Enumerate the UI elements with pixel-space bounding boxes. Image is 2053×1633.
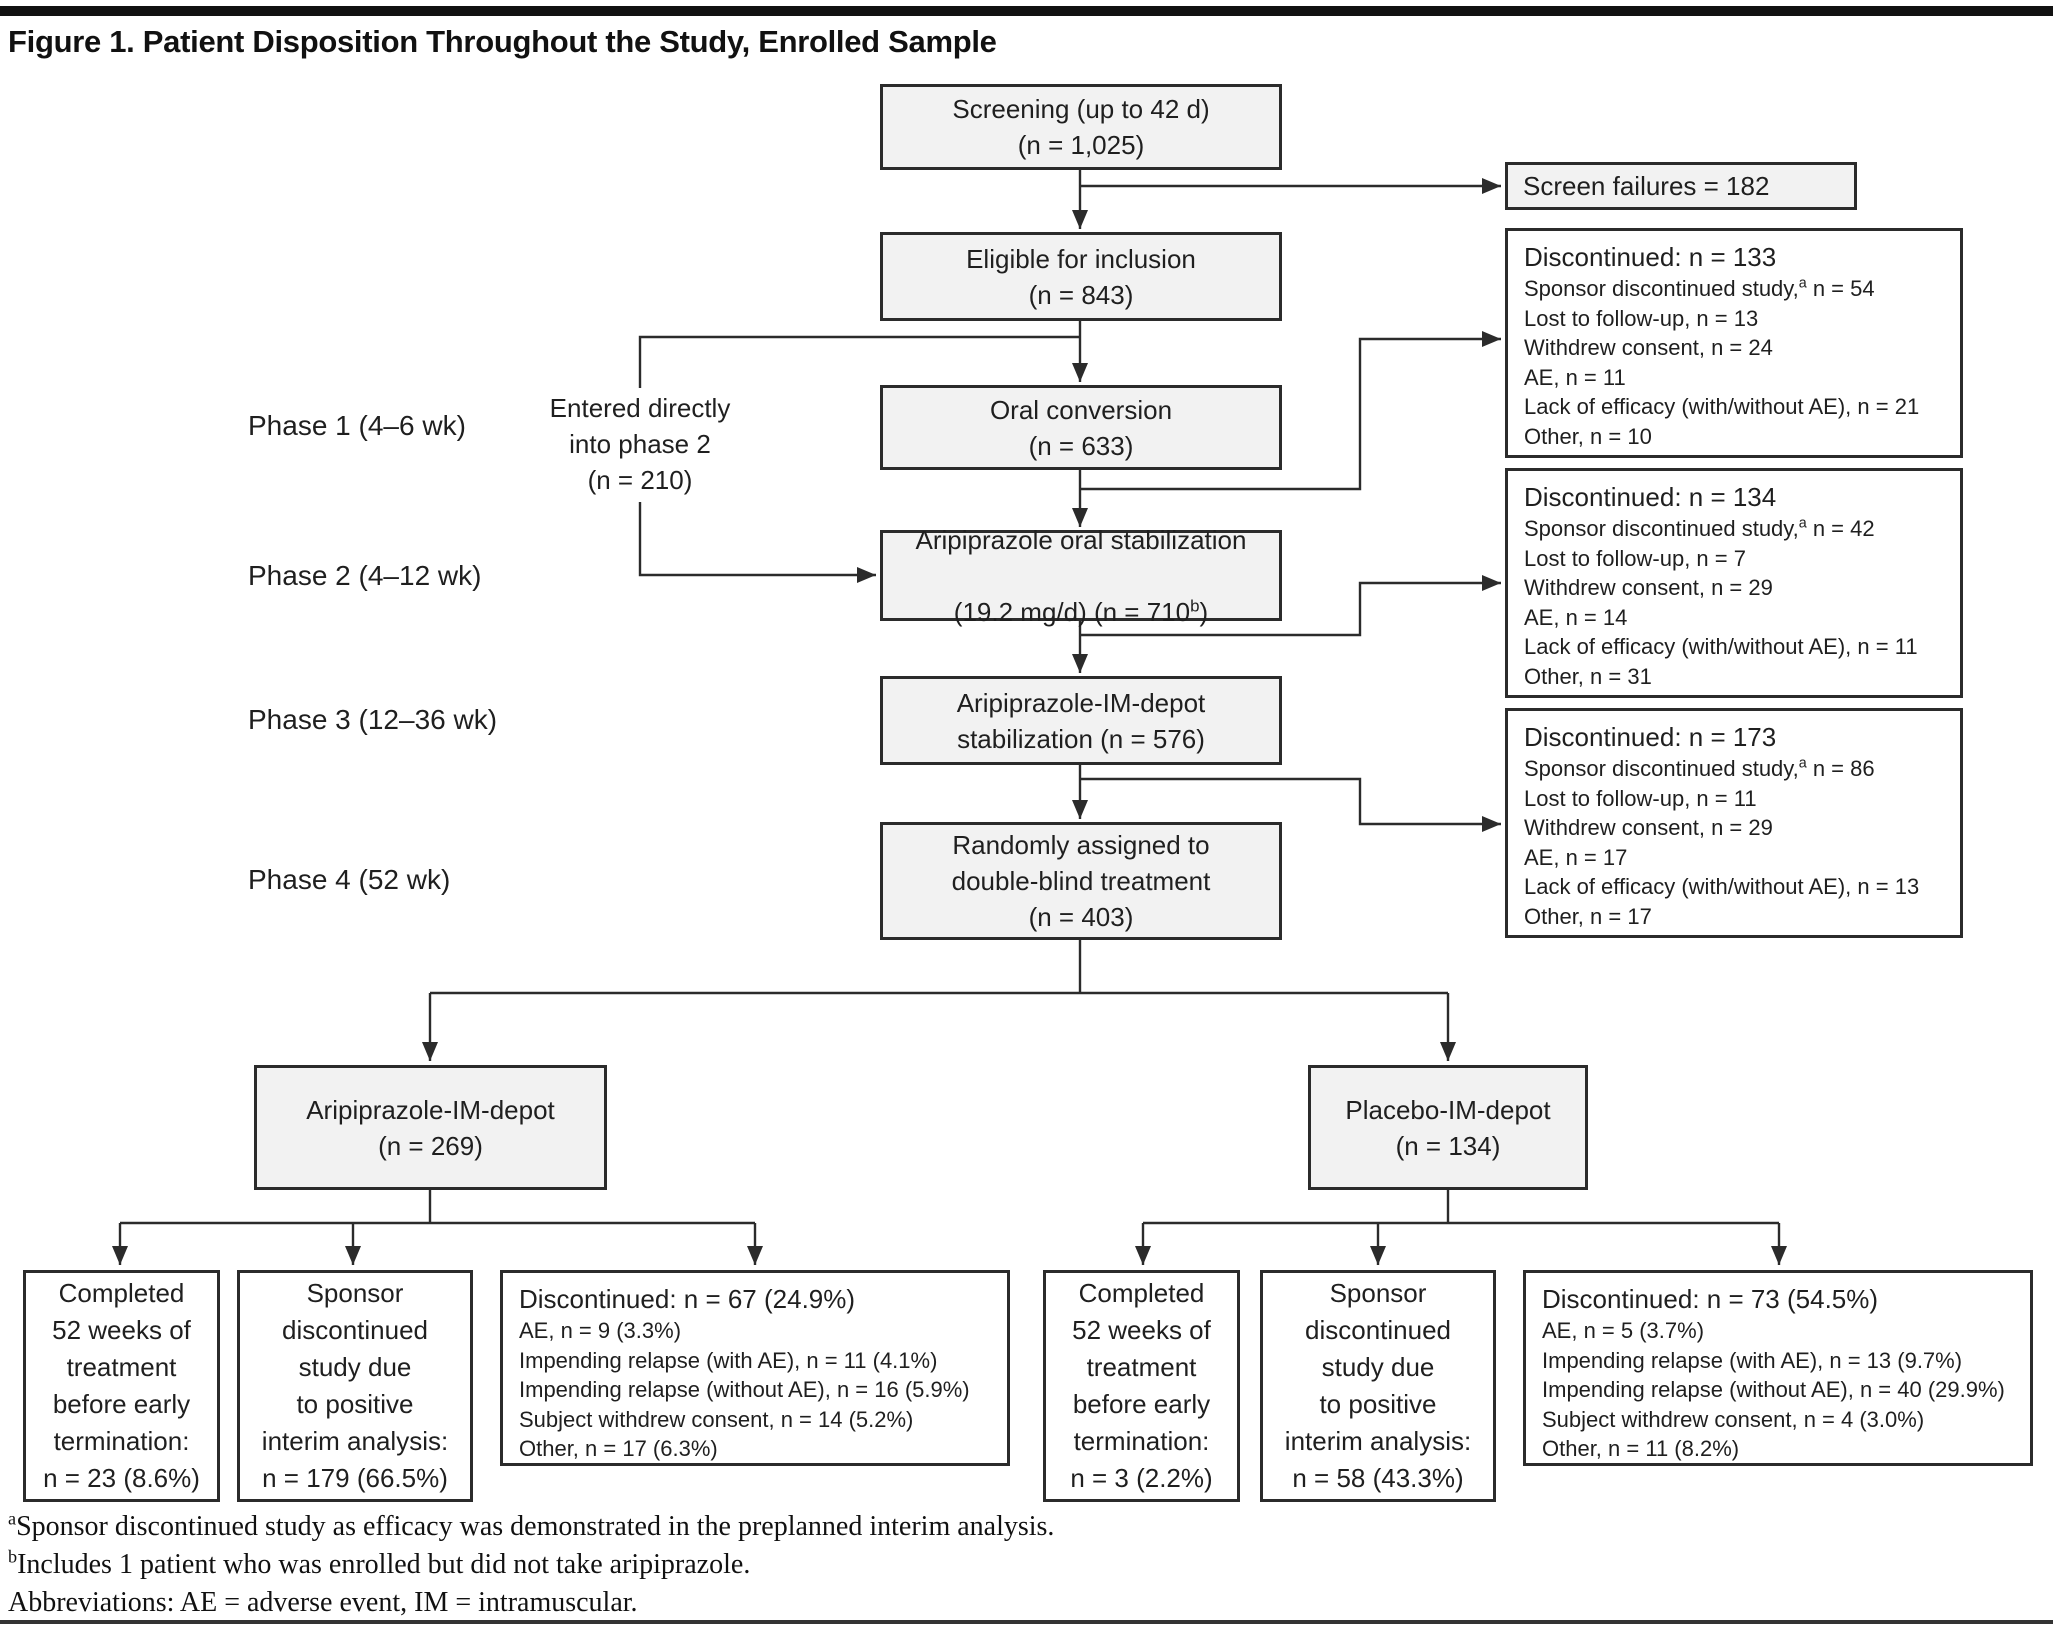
arip-discontinued-item: Subject withdrew consent, n = 14 (5.2%): [519, 1406, 914, 1432]
discontinued-phase3-item: Lack of efficacy (with/without AE), n = …: [1524, 874, 1920, 899]
discontinued-phase3-box: Discontinued: n = 173 Sponsor discontinu…: [1505, 708, 1963, 938]
discontinued-phase3-item: Lost to follow-up, n = 11: [1524, 785, 1757, 811]
footnote-abbreviations: Abbreviations: AE = adverse event, IM = …: [8, 1587, 638, 1618]
discontinued-phase1-item: Other, n = 10: [1524, 423, 1652, 449]
oral-stabilization-box: Aripiprazole oral stabilization (19.2 mg…: [880, 525, 1282, 627]
arip-completed-box: Completed 52 weeks of treatment before e…: [23, 1270, 220, 1502]
eligible-box: Eligible for inclusion (n = 843): [880, 232, 1282, 321]
arip-discontinued-box: Discontinued: n = 67 (24.9%) AE, n = 9 (…: [500, 1270, 1010, 1466]
discontinued-phase2-item: AE, n = 14: [1524, 604, 1628, 630]
discontinued-phase3-sponsor: Sponsor discontinued study,a n = 86: [1524, 755, 1875, 781]
discontinued-phase1-item: Withdrew consent, n = 24: [1524, 335, 1773, 360]
randomized-box: Randomly assigned to double-blind treatm…: [880, 822, 1282, 940]
oral-stabilization-line2: (19.2 mg/d) (n = 710b): [953, 595, 1209, 627]
plac-discontinued-item: Subject withdrew consent, n = 4 (3.0%): [1542, 1406, 1925, 1432]
plac-discontinued-item: Other, n = 11 (8.2%): [1542, 1436, 1740, 1461]
discontinued-phase2-box: Discontinued: n = 134 Sponsor discontinu…: [1505, 468, 1963, 698]
arm-aripiprazole-box: Aripiprazole-IM-depot (n = 269): [254, 1065, 607, 1190]
discontinued-phase2-item: Withdrew consent, n = 29: [1524, 575, 1773, 600]
arip-discontinued-item: Impending relapse (with AE), n = 11 (4.1…: [519, 1347, 938, 1373]
discontinued-phase3-item: Other, n = 17: [1524, 903, 1652, 929]
plac-sponsor-box: Sponsor discontinued study due to positi…: [1260, 1270, 1496, 1502]
arip-sponsor-box: Sponsor discontinued study due to positi…: [237, 1270, 473, 1502]
arrow-to-discontinued-phase3: [1080, 777, 1501, 832]
discontinued-phase2-sponsor: Sponsor discontinued study,a n = 42: [1524, 515, 1875, 541]
bottom-rule: [0, 1620, 2053, 1624]
discontinued-phase1-item: AE, n = 11: [1524, 364, 1626, 390]
plac-completed-box: Completed 52 weeks of treatment before e…: [1043, 1270, 1240, 1502]
plac-discontinued-box: Discontinued: n = 73 (54.5%) AE, n = 5 (…: [1523, 1270, 2033, 1466]
screening-box: Screening (up to 42 d) (n = 1,025): [880, 84, 1282, 170]
top-rule: [0, 6, 2053, 16]
plac-discontinued-title: Discontinued: n = 73 (54.5%): [1542, 1284, 1879, 1314]
discontinued-phase1-title: Discontinued: n = 133: [1524, 242, 1777, 272]
discontinued-phase2-item: Lost to follow-up, n = 7: [1524, 545, 1746, 571]
arrow-entered-directly-to-oral-stabilization: [638, 502, 876, 583]
footnote-a: aSponsor discontinued study as efficacy …: [8, 1508, 1055, 1542]
discontinued-phase3-title: Discontinued: n = 173: [1524, 722, 1777, 752]
arip-discontinued-item: Impending relapse (without AE), n = 16 (…: [519, 1377, 970, 1402]
discontinued-phase2-item: Other, n = 31: [1524, 663, 1652, 689]
plac-discontinued-item: Impending relapse (without AE), n = 40 (…: [1542, 1377, 2005, 1402]
oral-conversion-box: Oral conversion (n = 633): [880, 385, 1282, 470]
discontinued-phase2-item: Lack of efficacy (with/without AE), n = …: [1524, 634, 1918, 659]
phase-2-label: Phase 2 (4–12 wk): [248, 560, 482, 591]
phase-4-label: Phase 4 (52 wk): [248, 864, 451, 895]
figure-title: Figure 1. Patient Disposition Throughout…: [8, 24, 997, 59]
arip-discontinued-title: Discontinued: n = 67 (24.9%): [519, 1284, 856, 1314]
arip-discontinued-item: AE, n = 9 (3.3%): [519, 1318, 682, 1343]
discontinued-phase1-sponsor: Sponsor discontinued study,a n = 54: [1524, 275, 1875, 301]
footnote-b: bIncludes 1 patient who was enrolled but…: [8, 1546, 751, 1580]
plac-discontinued-item: AE, n = 5 (3.7%): [1542, 1318, 1705, 1343]
oral-stabilization-line1: Aripiprazole oral stabilization: [915, 524, 1247, 555]
discontinued-phase3-item: AE, n = 17: [1524, 844, 1628, 870]
discontinued-phase2-title: Discontinued: n = 134: [1524, 482, 1777, 512]
discontinued-phase1-item: Lost to follow-up, n = 13: [1524, 305, 1759, 331]
phase-3-label: Phase 3 (12–36 wk): [248, 704, 498, 735]
phase-1-label: Phase 1 (4–6 wk): [248, 410, 466, 441]
discontinued-phase1-item: Lack of efficacy (with/without AE), n = …: [1524, 394, 1920, 419]
discontinued-phase1-box: Discontinued: n = 133 Sponsor discontinu…: [1505, 228, 1963, 458]
line-eligible-to-entered-directly: [638, 335, 1080, 388]
entered-directly-note: Entered directly into phase 2 (n = 210): [549, 393, 731, 495]
plac-discontinued-item: Impending relapse (with AE), n = 13 (9.7…: [1542, 1347, 1963, 1373]
arm-placebo-box: Placebo-IM-depot (n = 134): [1308, 1065, 1588, 1190]
discontinued-phase3-item: Withdrew consent, n = 29: [1524, 815, 1773, 840]
screen-failures-box: Screen failures = 182: [1505, 162, 1857, 210]
im-depot-stabilization-box: Aripiprazole-IM-depot stabilization (n =…: [880, 676, 1282, 765]
arip-discontinued-item: Other, n = 17 (6.3%): [519, 1436, 718, 1461]
